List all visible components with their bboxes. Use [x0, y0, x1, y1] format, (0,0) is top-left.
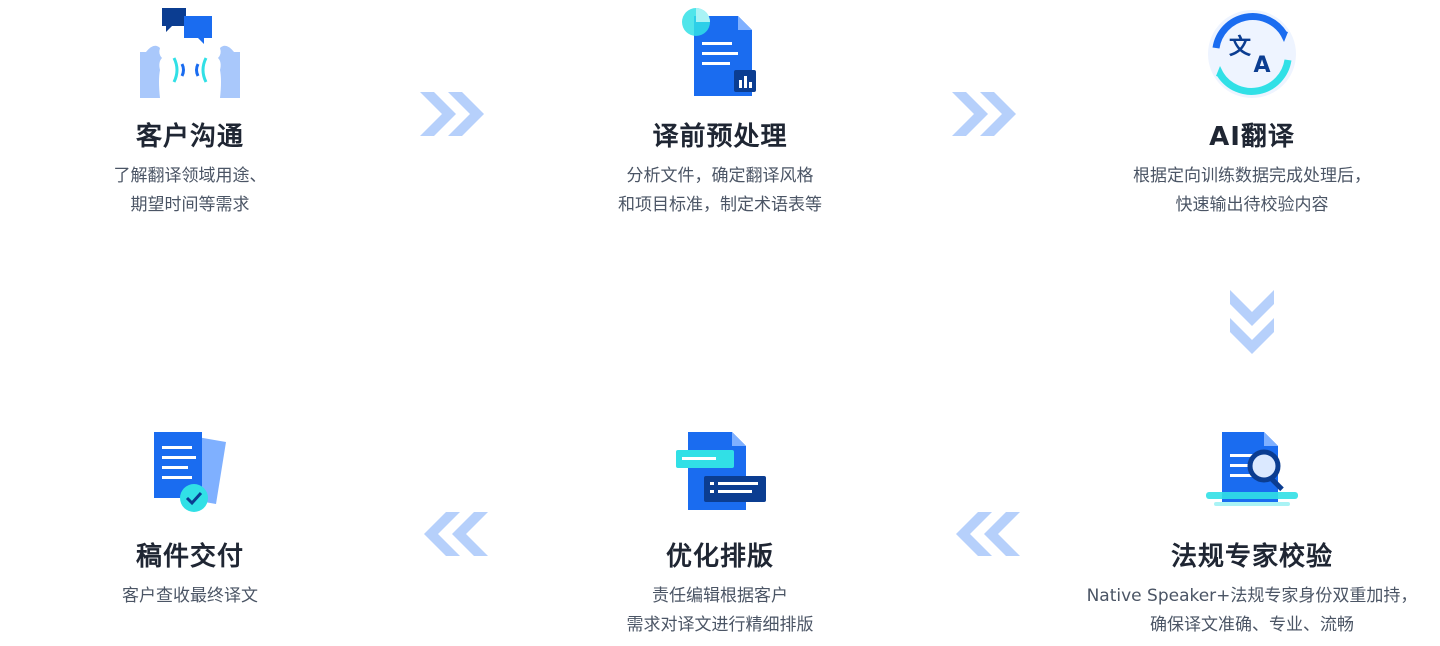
step-expert-review: 法规专家校验 Native Speaker+法规专家身份双重加持， 确保译文准确…: [1062, 428, 1440, 640]
step-description: 责任编辑根据客户 需求对译文进行精细排版: [530, 582, 910, 640]
description-line: 确保译文准确、专业、流畅: [1150, 615, 1354, 635]
description-line: 了解翻译领域用途、: [113, 166, 267, 186]
step-title: AI翻译: [1209, 122, 1295, 152]
step-description: 分析文件，确定翻译风格 和项目标准，制定术语表等: [530, 162, 910, 220]
step-title: 优化排版: [665, 542, 774, 572]
step-description: 根据定向训练数据完成处理后， 快速输出待校验内容: [1062, 162, 1440, 220]
step-title: 法规专家校验: [1170, 542, 1333, 572]
description-line: 分析文件，确定翻译风格: [626, 166, 814, 186]
description-line: 客户查收最终译文: [122, 586, 258, 606]
document-check-icon: [154, 432, 226, 512]
arrow-left-icon: [424, 512, 488, 556]
step-title: 客户沟通: [135, 122, 244, 152]
description-line: 需求对译文进行精细排版: [626, 615, 814, 635]
document-analysis-icon: [682, 8, 756, 96]
step-customer-communication: 客户沟通 了解翻译领域用途、 期望时间等需求: [0, 8, 380, 220]
arrow-right-icon: [420, 92, 484, 136]
description-line: 根据定向训练数据完成处理后，: [1133, 166, 1371, 186]
step-delivery: 稿件交付 客户查收最终译文: [0, 428, 380, 611]
step-description: 了解翻译领域用途、 期望时间等需求: [0, 162, 380, 220]
step-title: 译前预处理: [652, 122, 788, 152]
step-description: Native Speaker+法规专家身份双重加持， 确保译文准确、专业、流畅: [1062, 582, 1440, 640]
description-line: 期望时间等需求: [130, 195, 250, 215]
translate-icon: 文 A: [1208, 10, 1296, 98]
step-ai-translation: 文 A AI翻译 根据定向训练数据完成处理后， 快速输出待校验内容: [1062, 8, 1440, 220]
arrow-down-icon: [1230, 290, 1274, 354]
arrow-left-icon: [956, 512, 1020, 556]
document-search-icon: [1206, 432, 1298, 506]
speech-bubbles-icon: [140, 8, 240, 98]
translate-glyph: A: [1253, 53, 1270, 78]
description-line: 责任编辑根据客户: [652, 586, 788, 606]
step-preprocessing: 译前预处理 分析文件，确定翻译风格 和项目标准，制定术语表等: [530, 8, 910, 220]
translate-glyph: 文: [1229, 34, 1252, 60]
arrow-right-icon: [952, 92, 1016, 136]
step-layout-optimization: 优化排版 责任编辑根据客户 需求对译文进行精细排版: [530, 428, 910, 640]
layout-icon: [676, 432, 766, 510]
step-title: 稿件交付: [135, 542, 244, 572]
step-description: 客户查收最终译文: [0, 582, 380, 611]
description-line: Native Speaker+法规专家身份双重加持，: [1086, 586, 1418, 606]
description-line: 快速输出待校验内容: [1175, 195, 1329, 215]
description-line: 和项目标准，制定术语表等: [618, 195, 822, 215]
